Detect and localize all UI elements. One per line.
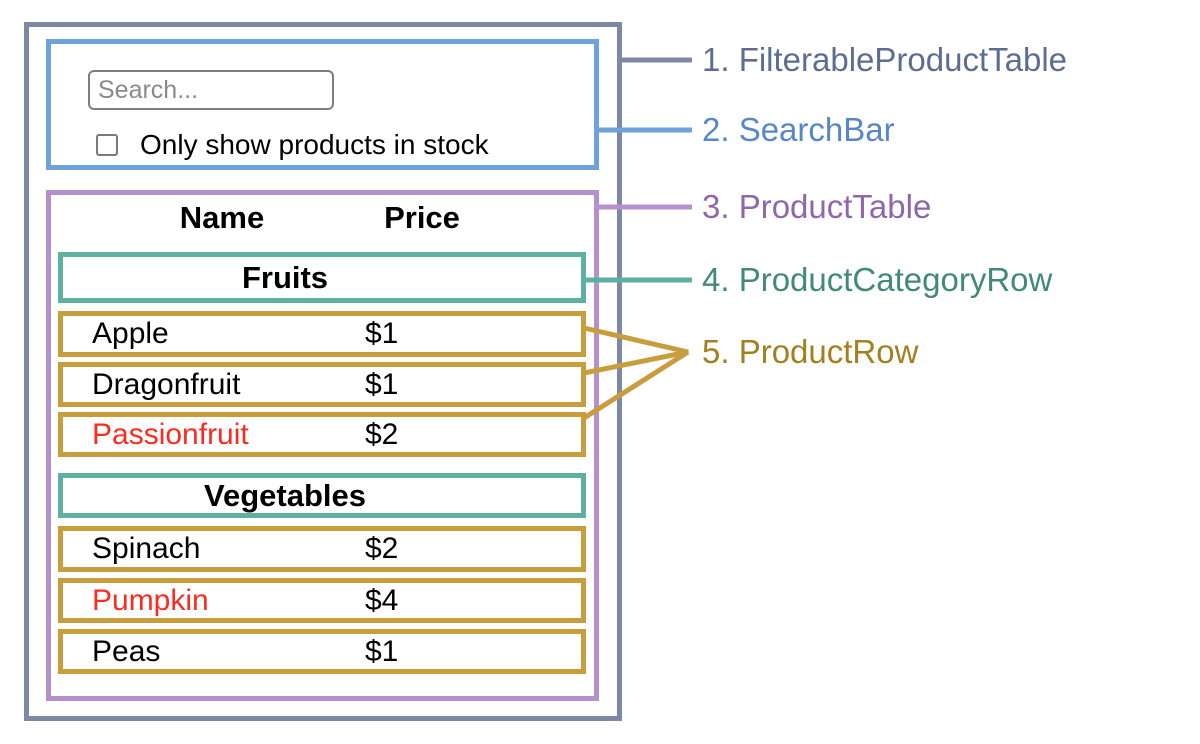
product-name-out-of-stock: Pumpkin bbox=[92, 583, 209, 617]
product-name: Dragonfruit bbox=[92, 367, 241, 401]
product-price: $1 bbox=[365, 367, 399, 401]
annotation-product-table: 3. ProductTable bbox=[702, 188, 932, 225]
product-name-out-of-stock: Passionfruit bbox=[92, 417, 249, 451]
product-price: $2 bbox=[365, 532, 399, 565]
product-category-row: Vegetables bbox=[58, 473, 586, 518]
annotation-product-row: 5. ProductRow bbox=[702, 333, 919, 370]
in-stock-checkbox[interactable] bbox=[96, 134, 118, 156]
category-label: Fruits bbox=[241, 259, 329, 295]
product-row: Passionfruit $2 bbox=[58, 412, 586, 457]
product-price: $1 bbox=[365, 317, 399, 350]
product-row: Dragonfruit $1 bbox=[58, 362, 586, 407]
annotation-product-category-row: 4. ProductCategoryRow bbox=[702, 261, 1053, 298]
product-price: $1 bbox=[365, 634, 399, 668]
product-category-row: Fruits bbox=[58, 252, 586, 303]
product-name: Apple bbox=[92, 317, 169, 350]
product-price: $2 bbox=[365, 417, 399, 451]
product-row: Spinach $2 bbox=[58, 526, 586, 572]
annotation-filterable-product-table: 1. FilterableProductTable bbox=[702, 41, 1068, 78]
search-bar-box: Only show products in stock bbox=[46, 39, 599, 170]
product-name: Spinach bbox=[92, 532, 201, 565]
annotation-search-bar: 2. SearchBar bbox=[702, 111, 895, 148]
column-header-name: Name bbox=[179, 200, 265, 235]
product-name: Peas bbox=[92, 634, 161, 668]
product-price: $4 bbox=[365, 583, 399, 617]
product-row: Peas $1 bbox=[58, 629, 586, 674]
category-label: Vegetables bbox=[204, 477, 366, 513]
in-stock-checkbox-label: Only show products in stock bbox=[140, 129, 489, 160]
column-header-price: Price bbox=[384, 200, 460, 235]
product-row: Apple $1 bbox=[58, 311, 586, 357]
product-row: Pumpkin $4 bbox=[58, 578, 586, 623]
search-input[interactable] bbox=[88, 70, 334, 110]
